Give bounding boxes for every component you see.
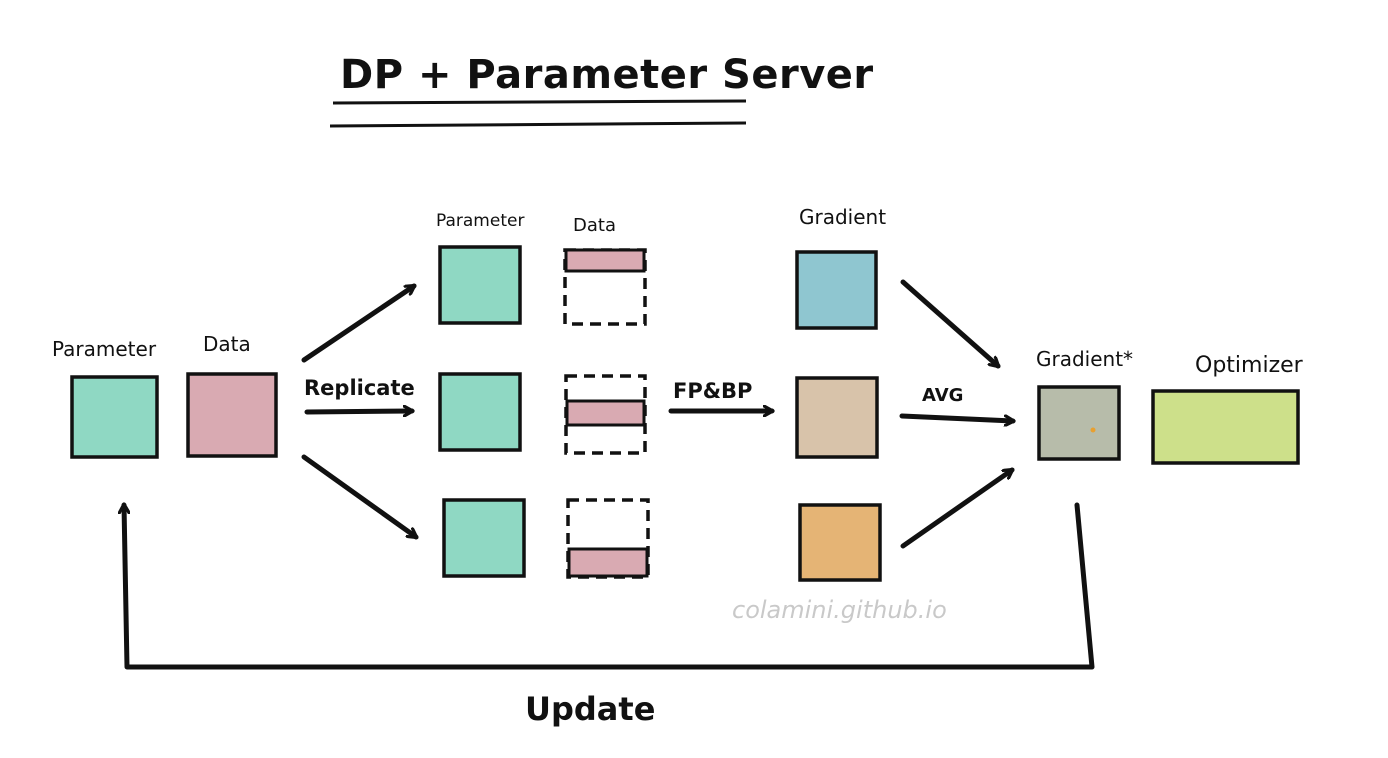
label-avg: AVG xyxy=(922,385,964,406)
data-shard-1-slice xyxy=(564,248,646,273)
gradient-box-2 xyxy=(795,376,879,459)
title-underline-2 xyxy=(329,121,747,128)
label-replicate: Replicate xyxy=(304,376,415,400)
arrow-avg-bottom xyxy=(900,467,1015,549)
parameter-box-source xyxy=(70,375,159,459)
arrow-update-loop xyxy=(124,505,1095,670)
label-parameter-replica: Parameter xyxy=(436,211,525,231)
gradient-avg-box xyxy=(1037,385,1121,461)
label-gradient: Gradient xyxy=(799,205,887,229)
data-shard-2-slice xyxy=(565,399,646,427)
parameter-replica-3 xyxy=(442,498,526,578)
data-shard-3-slice xyxy=(567,547,649,578)
arrow-replicate-mid xyxy=(304,411,412,412)
arrow-replicate-bottom xyxy=(301,454,419,540)
gradient-avg-dot xyxy=(1090,427,1096,433)
label-parameter-source: Parameter xyxy=(52,337,157,361)
data-shard-3-outline xyxy=(566,498,650,579)
gradient-box-3 xyxy=(798,503,882,582)
arrow-avg-top xyxy=(900,279,1001,369)
label-gradient-star: Gradient* xyxy=(1036,347,1134,371)
label-update: Update xyxy=(525,690,656,728)
data-box-source xyxy=(186,372,278,458)
optimizer-box xyxy=(1151,389,1300,465)
label-data-source: Data xyxy=(203,332,251,356)
label-data-replica: Data xyxy=(573,215,616,236)
arrow-avg-mid xyxy=(899,413,1013,421)
title-underline-1 xyxy=(332,99,747,105)
diagram-title: DP + Parameter Server xyxy=(340,52,874,98)
arrow-replicate-top xyxy=(301,283,417,363)
parameter-replica-1 xyxy=(438,245,522,325)
gradient-box-1 xyxy=(795,250,878,330)
label-optimizer: Optimizer xyxy=(1195,353,1303,378)
label-fpbp: FP&BP xyxy=(673,379,753,403)
watermark: colamini.github.io xyxy=(732,596,947,624)
parameter-replica-2 xyxy=(438,372,522,452)
